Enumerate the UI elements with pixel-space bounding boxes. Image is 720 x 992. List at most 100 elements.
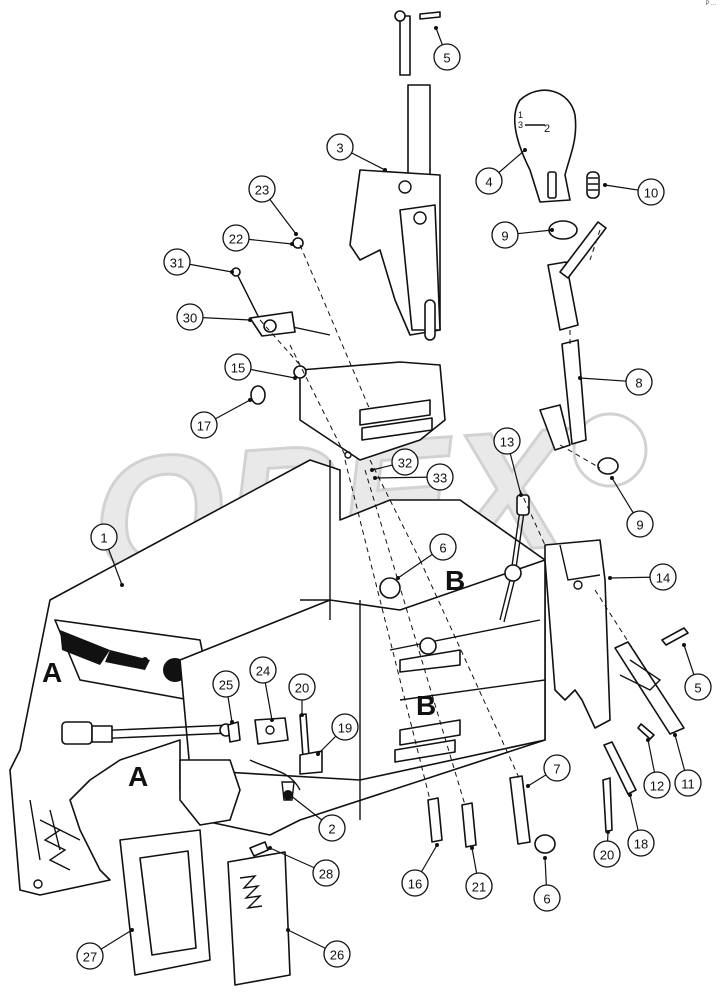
callout-label: 1 bbox=[100, 531, 107, 546]
callout-22: 22 bbox=[222, 224, 294, 252]
callout-circle bbox=[491, 221, 519, 249]
knob-gear-2: 2 bbox=[544, 123, 550, 135]
callout-label: 20 bbox=[600, 848, 614, 863]
callout-arrowhead bbox=[578, 376, 582, 380]
bracket-14 bbox=[544, 539, 611, 729]
callout-circle bbox=[76, 942, 104, 970]
callout-label: 6 bbox=[543, 892, 550, 907]
callout-circle bbox=[625, 368, 653, 396]
callout-arrowhead bbox=[294, 232, 298, 236]
callout-arrowhead bbox=[230, 720, 234, 724]
callout-20: 20 bbox=[288, 673, 316, 717]
callout-circle bbox=[401, 869, 429, 897]
callout-arrowhead bbox=[270, 718, 274, 722]
corner-mark: P ... bbox=[705, 1, 716, 7]
callout-2: 2 bbox=[288, 793, 346, 842]
callout-1: 1 bbox=[90, 523, 124, 587]
callout-label: 9 bbox=[501, 229, 508, 244]
callout-label: 19 bbox=[338, 721, 352, 736]
callout-3: 3 bbox=[326, 133, 387, 172]
callout-label: 32 bbox=[398, 456, 412, 471]
callout-circle bbox=[163, 248, 191, 276]
callout-arrowhead bbox=[603, 183, 607, 187]
assembly-lines bbox=[259, 229, 641, 806]
callout-26: 26 bbox=[286, 928, 351, 968]
callout-arrowhead bbox=[248, 318, 252, 322]
callout-label: 12 bbox=[650, 779, 664, 794]
callout-circle bbox=[543, 754, 571, 782]
callout-circle bbox=[674, 769, 702, 797]
callout-9: 9 bbox=[610, 476, 654, 538]
callout-12: 12 bbox=[643, 738, 671, 799]
callout-28: 28 bbox=[268, 846, 340, 887]
callout-circle bbox=[475, 167, 503, 195]
callout-circle bbox=[222, 224, 250, 252]
callout-13: 13 bbox=[493, 427, 523, 497]
callout-arrowhead bbox=[230, 270, 234, 274]
callouts: 1234556678991011121314151617181920202122… bbox=[76, 26, 712, 970]
shaft-11 bbox=[614, 641, 685, 735]
callout-label: 11 bbox=[681, 777, 695, 792]
callout-arrowhead bbox=[300, 713, 304, 717]
callout-circle bbox=[326, 133, 354, 161]
callout-label: 16 bbox=[408, 877, 422, 892]
callout-label: 27 bbox=[83, 950, 97, 965]
callout-label: 25 bbox=[219, 678, 233, 693]
section-letter-b: B bbox=[445, 565, 465, 596]
callout-circle bbox=[433, 43, 461, 71]
callout-circle bbox=[312, 859, 340, 887]
callout-17: 17 bbox=[190, 398, 252, 439]
callout-14: 14 bbox=[608, 563, 677, 591]
callout-circle bbox=[426, 463, 454, 491]
callout-circle bbox=[684, 673, 712, 701]
callout-label: 30 bbox=[183, 311, 197, 326]
knob-gear-3: 3 bbox=[518, 120, 523, 130]
callout-circle bbox=[90, 523, 118, 551]
callout-21: 21 bbox=[465, 846, 493, 900]
callout-arrowhead bbox=[370, 468, 374, 472]
gasket-27 bbox=[119, 829, 211, 976]
callout-label: 31 bbox=[170, 256, 184, 271]
callout-circle bbox=[533, 884, 561, 912]
callout-arrowhead bbox=[316, 752, 320, 756]
callout-circle bbox=[318, 814, 346, 842]
callout-label: 3 bbox=[336, 141, 343, 156]
callout-5: 5 bbox=[682, 643, 712, 701]
cable-a bbox=[61, 721, 233, 745]
callout-arrowhead bbox=[288, 793, 292, 797]
callout-arrowhead bbox=[290, 242, 294, 246]
callout-circle bbox=[249, 656, 277, 684]
callout-label: 21 bbox=[472, 880, 486, 895]
callout-label: 4 bbox=[485, 175, 492, 190]
callout-circle bbox=[626, 510, 654, 538]
callout-arrowhead bbox=[608, 576, 612, 580]
callout-label: 13 bbox=[500, 435, 514, 450]
callout-arrowhead bbox=[383, 168, 387, 172]
callout-arrowhead bbox=[526, 784, 530, 788]
callout-arrowhead bbox=[293, 376, 297, 380]
plate-26 bbox=[227, 841, 291, 986]
callout-arrowhead bbox=[120, 583, 124, 587]
callout-33: 33 bbox=[373, 463, 454, 491]
callout-16: 16 bbox=[401, 843, 439, 897]
callout-circle bbox=[465, 872, 493, 900]
callout-arrowhead bbox=[286, 928, 290, 932]
callout-circle bbox=[627, 829, 655, 857]
callout-27: 27 bbox=[76, 928, 134, 970]
lever-30 bbox=[231, 267, 331, 337]
callout-9: 9 bbox=[491, 221, 554, 249]
callout-label: 5 bbox=[694, 681, 701, 696]
callout-10: 10 bbox=[603, 178, 665, 206]
callout-circle bbox=[212, 670, 240, 698]
callout-arrowhead bbox=[628, 793, 632, 797]
plate-15 bbox=[293, 361, 446, 461]
callout-24: 24 bbox=[249, 656, 277, 722]
callout-30: 30 bbox=[176, 303, 252, 331]
callout-arrowhead bbox=[606, 830, 610, 834]
callout-label: 10 bbox=[644, 186, 658, 201]
callout-circle bbox=[391, 448, 419, 476]
callout-arrowhead bbox=[268, 846, 272, 850]
